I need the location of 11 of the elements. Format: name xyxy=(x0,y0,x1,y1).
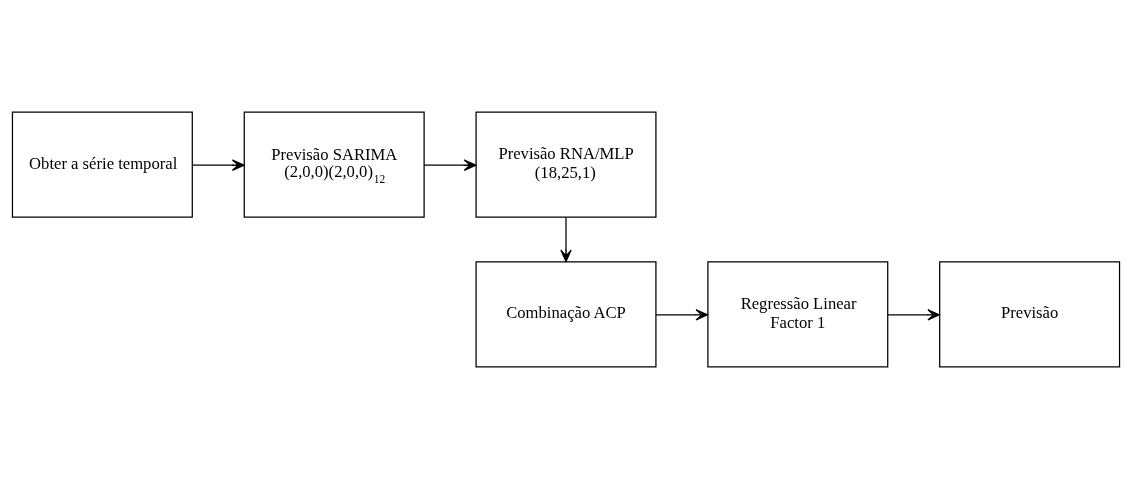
arrow xyxy=(560,216,572,262)
node-box: Previsão SARIMA (2,0,0)(2,0,0)$_{12}$ xyxy=(243,111,425,218)
arrow xyxy=(887,308,940,321)
node-box: Previsão RNA/MLP (18,25,1) xyxy=(475,111,657,218)
arrow xyxy=(423,158,477,171)
node-box: Combinação ACP xyxy=(475,260,657,367)
node-box: Obter a série temporal xyxy=(11,111,193,218)
node-box: Previsão xyxy=(939,260,1121,367)
node-box: Regressão Linear Factor 1 xyxy=(707,260,889,367)
arrow xyxy=(191,158,245,171)
arrow xyxy=(655,308,709,321)
